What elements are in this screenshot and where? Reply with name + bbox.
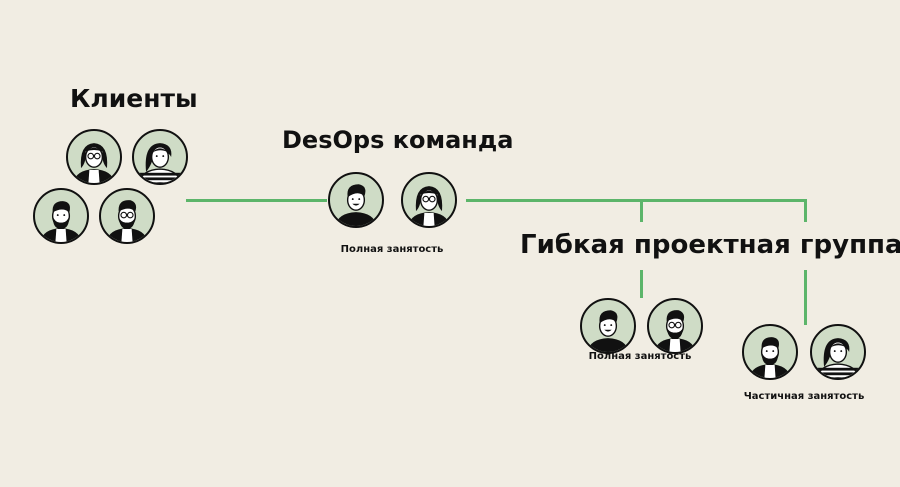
full-time-label: Полная занятость	[588, 351, 692, 362]
woman-striped-icon	[816, 338, 860, 378]
woman-glasses-icon	[73, 143, 115, 183]
connector-clients-desops	[186, 199, 327, 202]
avatar	[99, 188, 155, 244]
desops-employment-label: Полная занятость	[340, 244, 444, 255]
avatar	[647, 298, 703, 354]
man-smiling-icon	[335, 184, 377, 226]
part-time-label: Частичная занятость	[743, 391, 865, 402]
woman-striped-icon	[138, 143, 182, 183]
avatar	[742, 324, 798, 380]
avatar	[328, 172, 384, 228]
man-beard-glasses-icon	[106, 200, 148, 242]
avatar	[810, 324, 866, 380]
woman-glasses-icon	[408, 186, 450, 226]
man-beard-icon	[40, 201, 82, 242]
connector-drop-right	[804, 199, 807, 222]
man-beard-glasses-icon	[654, 310, 696, 352]
connector-part-time	[804, 270, 807, 325]
connector-desops-flex	[466, 199, 807, 202]
man-beard-icon	[749, 337, 791, 378]
flex-group-title: Гибкая проектная группа	[520, 230, 900, 260]
connector-drop-left	[640, 199, 643, 222]
avatar	[132, 129, 188, 185]
clients-title: Клиенты	[70, 84, 198, 113]
avatar	[66, 129, 122, 185]
avatar	[401, 172, 457, 228]
man-smiling-icon	[587, 310, 629, 352]
avatar	[33, 188, 89, 244]
desops-title: DesOps команда	[282, 126, 514, 154]
avatar	[580, 298, 636, 354]
connector-full-time	[640, 270, 643, 298]
